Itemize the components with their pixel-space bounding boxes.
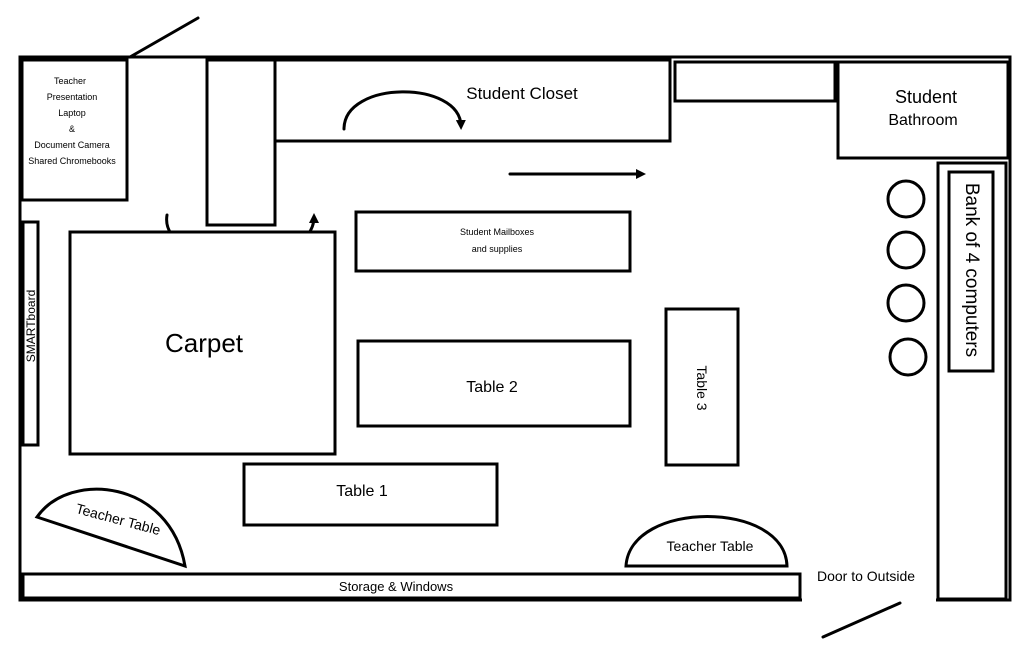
entry-door-swing (128, 16, 200, 59)
teacher-presentation-line-6: Shared Chromebooks (28, 156, 116, 166)
computer-stools (886, 179, 928, 377)
carpet-area: Carpet (68, 230, 337, 456)
bathroom-label-line-2: Bathroom (888, 112, 957, 129)
teacher-presentation-line-5: Document Camera (34, 140, 110, 150)
table-1-label: Table 1 (336, 483, 388, 500)
smartboard: SMARTboard (21, 220, 40, 447)
computer-stool (886, 179, 926, 219)
mailboxes-label-line-1: Student Mailboxes (460, 227, 535, 237)
computer-stool (888, 337, 928, 377)
outside-door-label: Door to Outside (817, 568, 915, 584)
teacher-table-left: Teacher Table (34, 487, 187, 569)
computer-bank-label: Bank of 4 computers (961, 183, 982, 357)
student-bathroom: Student Bathroom (836, 60, 1010, 160)
student-mailboxes: Student Mailboxes and supplies (354, 210, 632, 273)
carpet-label: Carpet (165, 328, 244, 358)
outside-door: Door to Outside (802, 568, 936, 639)
room-outer-wall (18, 55, 1012, 602)
teacher-table-right-label: Teacher Table (667, 538, 754, 554)
table-2-label: Table 2 (466, 379, 518, 396)
teacher-presentation-line-4: & (69, 124, 75, 134)
storage-label: Storage & Windows (339, 579, 454, 594)
bathroom-label-line-1: Student (895, 87, 957, 107)
closet-traffic-arrow (342, 90, 466, 131)
teacher-presentation-line-2: Presentation (47, 92, 98, 102)
student-closet: Student Closet (275, 58, 672, 143)
computer-stool (886, 283, 926, 323)
storage-and-windows: Storage & Windows (21, 572, 802, 600)
table-1: Table 1 (242, 462, 499, 527)
teacher-presentation-station: Teacher Presentation Laptop & Document C… (20, 58, 129, 202)
table-3-label: Table 3 (694, 365, 710, 410)
mailboxes-label-line-2: and supplies (472, 244, 523, 254)
outside-door-swing (821, 601, 902, 639)
table-2: Table 2 (356, 339, 632, 428)
teacher-presentation-line-1: Teacher (54, 76, 86, 86)
table-3: Table 3 (664, 307, 740, 467)
closet-door-panel (205, 58, 277, 227)
wall-shelf (673, 60, 837, 103)
computer-bank: Bank of 4 computers (936, 161, 1008, 601)
smartboard-label: SMARTboard (24, 290, 38, 362)
student-closet-label: Student Closet (466, 84, 578, 103)
teacher-table-right: Teacher Table (624, 515, 789, 568)
computer-stool (886, 230, 926, 270)
teacher-presentation-line-3: Laptop (58, 108, 86, 118)
